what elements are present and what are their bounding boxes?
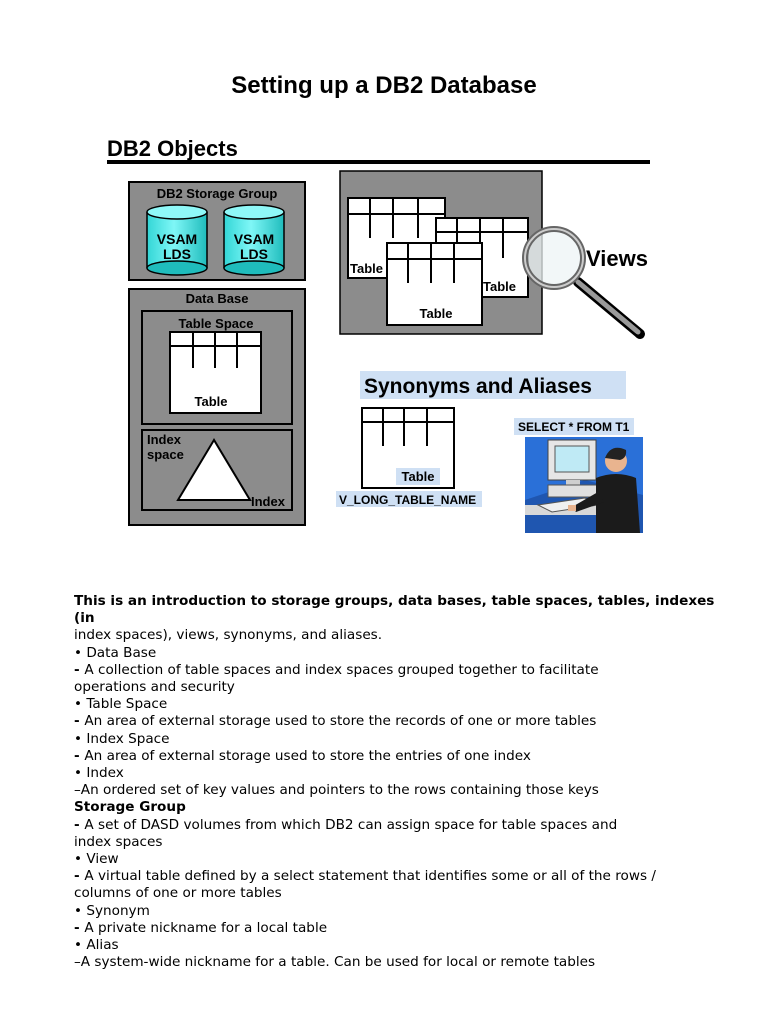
line-dash: - (74, 748, 84, 764)
vsam-1-line1: VSAM (157, 231, 197, 247)
view-table-2-label: Table (483, 279, 516, 294)
body-line: index spaces (74, 834, 714, 851)
index-space-line2: space (147, 447, 184, 462)
body-line: operations and security (74, 679, 714, 696)
view-table-3: Table (387, 243, 482, 325)
body-line: (in (74, 610, 714, 627)
vsam-2-line1: VSAM (234, 231, 274, 247)
line-text: • View (74, 851, 119, 867)
storage-group-label: DB2 Storage Group (157, 186, 278, 201)
table-icon: Table (170, 332, 261, 413)
body-line: • Index Space (74, 731, 714, 748)
body-line: - A private nickname for a local table (74, 920, 714, 937)
line-dash: - (74, 662, 84, 678)
computer-user-icon (525, 437, 643, 533)
body-line: • Table Space (74, 696, 714, 713)
body-line: Storage Group (74, 799, 714, 816)
views-label: Views (586, 246, 648, 271)
line-text: A private nickname for a local table (84, 920, 327, 936)
body-line: index spaces), views, synonyms, and alia… (74, 627, 714, 644)
line-text: columns of one or more tables (74, 885, 282, 901)
body-line: This is an introduction to storage group… (74, 593, 714, 610)
synonym-table-icon: Table (362, 408, 454, 488)
vsam-cylinder-1: VSAM LDS (147, 205, 207, 275)
database-label: Data Base (186, 291, 249, 306)
database-box: Data Base Table Space Table Index space … (129, 289, 305, 525)
long-table-name: V_LONG_TABLE_NAME (339, 493, 476, 507)
storage-group-box: DB2 Storage Group VSAM LDS VSAM LDS (129, 182, 305, 280)
line-text: An area of external storage used to stor… (84, 748, 531, 764)
body-line: • Synonym (74, 903, 714, 920)
body-line: • Data Base (74, 645, 714, 662)
body-line: - A set of DASD volumes from which DB2 c… (74, 817, 714, 834)
line-dash: - (74, 713, 84, 729)
body-line: • View (74, 851, 714, 868)
body-line: –An ordered set of key values and pointe… (74, 782, 714, 799)
line-text: • Index (74, 765, 124, 781)
line-text: • Table Space (74, 696, 167, 712)
table-label: Table (195, 394, 228, 409)
vsam-cylinder-2: VSAM LDS (224, 205, 284, 275)
line-text: • Synonym (74, 903, 150, 919)
index-space-line1: Index (147, 432, 182, 447)
line-text: • Alias (74, 937, 119, 953)
sql-statement: SELECT * FROM T1 (518, 420, 630, 434)
line-text: An area of external storage used to stor… (84, 713, 596, 729)
line-text: A virtual table defined by a select stat… (84, 868, 656, 884)
view-table-1-label: Table (350, 261, 383, 276)
line-text: –A system-wide nickname for a table. Can… (74, 954, 595, 970)
line-text: (in (74, 610, 95, 626)
body-text: This is an introduction to storage group… (74, 593, 714, 971)
vsam-2-line2: LDS (240, 246, 268, 262)
diagram-heading: DB2 Objects (107, 136, 238, 161)
view-table-3-label: Table (420, 306, 453, 321)
line-dash: - (74, 920, 84, 936)
synonyms-heading: Synonyms and Aliases (364, 375, 592, 398)
line-text: A set of DASD volumes from which DB2 can… (84, 817, 617, 833)
body-line: - An area of external storage used to st… (74, 713, 714, 730)
line-dash: - (74, 868, 84, 884)
db2-objects-diagram: DB2 Objects DB2 Storage Group VSAM LDS V… (0, 0, 768, 560)
body-line: • Alias (74, 937, 714, 954)
line-text: • Index Space (74, 731, 170, 747)
synonym-table-label: Table (402, 469, 435, 484)
line-text: This is an introduction to storage group… (74, 593, 714, 609)
body-line: - A virtual table defined by a select st… (74, 868, 714, 885)
index-space-box: Index space Index (142, 430, 292, 510)
line-dash: - (74, 817, 84, 833)
body-line: - An area of external storage used to st… (74, 748, 714, 765)
views-panel: Table Table Table (340, 171, 542, 334)
line-text: operations and security (74, 679, 235, 695)
line-text: index spaces (74, 834, 162, 850)
body-line: • Index (74, 765, 714, 782)
table-space-box: Table Space Table (142, 311, 292, 424)
line-text: index spaces), views, synonyms, and alia… (74, 627, 382, 643)
table-space-label: Table Space (179, 316, 254, 331)
line-text: Storage Group (74, 799, 186, 815)
body-line: –A system-wide nickname for a table. Can… (74, 954, 714, 971)
line-text: –An ordered set of key values and pointe… (74, 782, 599, 798)
vsam-1-line2: LDS (163, 246, 191, 262)
body-line: columns of one or more tables (74, 885, 714, 902)
line-text: • Data Base (74, 645, 156, 661)
index-label: Index (251, 494, 286, 509)
body-line: - A collection of table spaces and index… (74, 662, 714, 679)
line-text: A collection of table spaces and index s… (84, 662, 598, 678)
